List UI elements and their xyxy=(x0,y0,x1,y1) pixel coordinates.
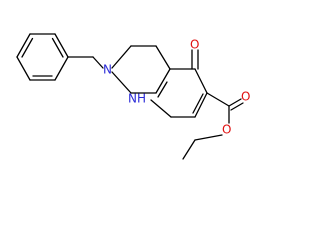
bond xyxy=(150,99,172,118)
ester-carbonyl-oxygen-label: O xyxy=(241,90,250,104)
piperidine-ring xyxy=(111,45,171,94)
pyridone-ring xyxy=(150,68,208,118)
molecule-drawing: N NH O O O xyxy=(16,33,250,160)
bond xyxy=(155,45,171,70)
ethyl-bond xyxy=(194,134,223,141)
structure-diagram: N NH O O O xyxy=(16,33,250,160)
ethyl-bond xyxy=(182,139,196,160)
ring-nitrogen-label: N xyxy=(103,63,112,77)
aromatic-double-bond xyxy=(21,37,34,58)
benzene-ring xyxy=(16,33,69,81)
ring-double-bond xyxy=(192,93,204,114)
bond xyxy=(194,92,208,118)
bond xyxy=(54,56,69,81)
nh-label: NH xyxy=(128,92,146,106)
ester-ether-oxygen-label: O xyxy=(222,123,231,137)
aromatic-double-bond xyxy=(51,37,64,58)
bond xyxy=(111,71,132,94)
ester-carbon-bond xyxy=(206,92,230,107)
ketone-oxygen-label: O xyxy=(190,38,199,52)
ch2-n-bond xyxy=(92,56,104,69)
bond xyxy=(16,56,31,81)
bond xyxy=(194,68,208,94)
bond xyxy=(155,68,171,94)
ring-double-bond xyxy=(157,81,168,98)
ester-carbonyl-bond xyxy=(230,102,244,111)
bond xyxy=(16,33,31,58)
bond xyxy=(111,45,132,69)
bond xyxy=(54,33,69,58)
ester-carbonyl-bond xyxy=(228,98,242,107)
